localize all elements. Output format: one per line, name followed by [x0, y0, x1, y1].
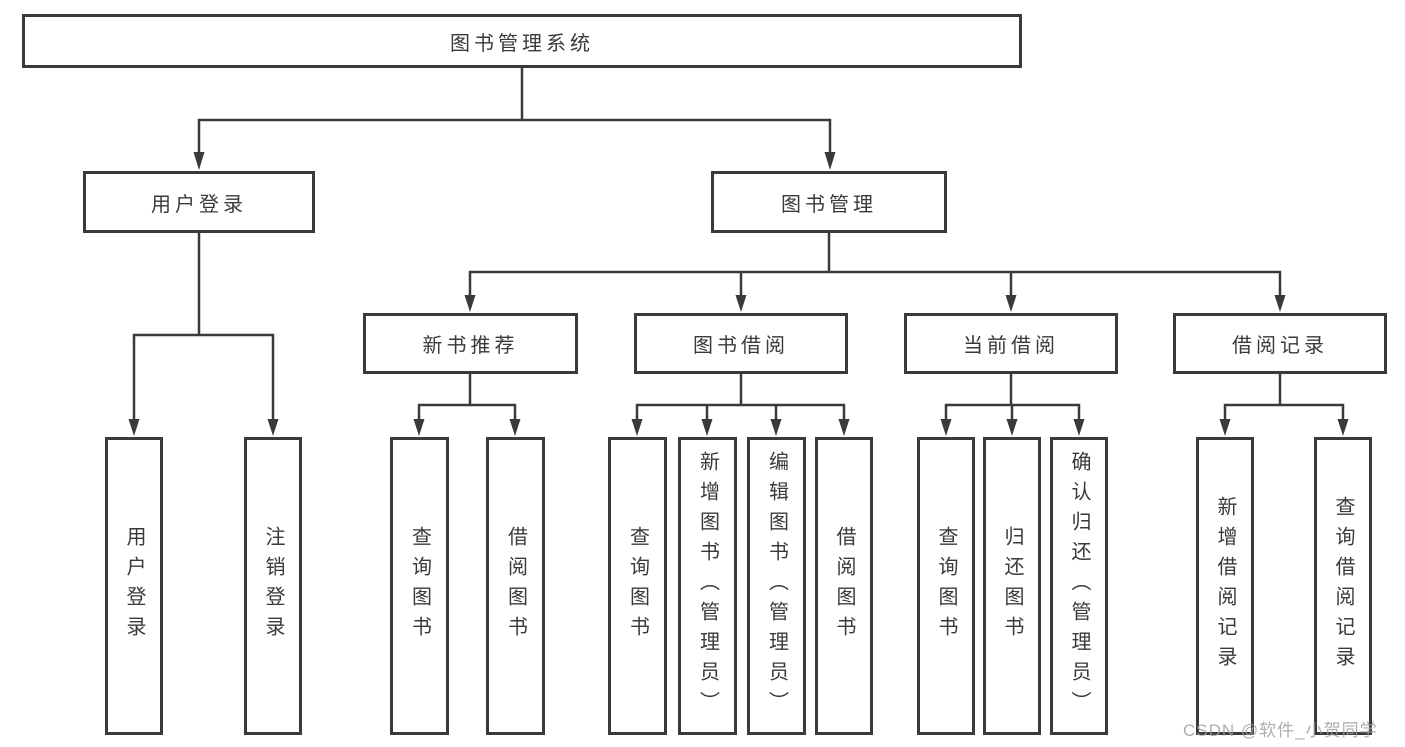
leaf-label: 编辑图书（管理员）: [765, 451, 788, 721]
node-user-login-label: 用户登录: [151, 193, 247, 216]
node-borrow-label: 图书借阅: [693, 335, 789, 357]
node-root-label: 图书管理系统: [450, 32, 594, 55]
leaf-user-login: 用户登录: [105, 437, 163, 735]
leaf-records-query: 查询借阅记录: [1314, 437, 1372, 735]
leaf-label: 查询图书: [935, 526, 957, 646]
leaf-logout: 注销登录: [244, 437, 302, 735]
connector-records-branch: [1223, 374, 1345, 420]
leaf-label: 新增借阅记录: [1214, 496, 1236, 676]
leaf-label: 新增图书（管理员）: [696, 451, 719, 721]
arrowheads: [128, 152, 1349, 436]
leaf-label: 注销登录: [262, 526, 284, 646]
node-borrow: 图书借阅: [634, 313, 848, 374]
leaf-records-add: 新增借阅记录: [1196, 437, 1254, 735]
node-book-mgmt-label: 图书管理: [781, 193, 877, 216]
connector-book-mgmt-branch: [468, 233, 1282, 296]
leaf-borrow-add: 新增图书（管理员）: [678, 437, 737, 735]
leaf-label: 用户登录: [123, 526, 145, 646]
leaf-new-books-query: 查询图书: [390, 437, 449, 735]
node-records: 借阅记录: [1173, 313, 1387, 374]
leaf-new-books-borrow: 借阅图书: [486, 437, 545, 735]
node-book-mgmt: 图书管理: [711, 171, 947, 233]
connector-current-branch: [944, 374, 1081, 420]
node-new-books: 新书推荐: [363, 313, 578, 374]
leaf-current-return: 归还图书: [983, 437, 1041, 735]
node-user-login: 用户登录: [83, 171, 315, 233]
leaf-borrow-query: 查询图书: [608, 437, 667, 735]
connector-new-books-branch: [417, 374, 517, 420]
node-current-label: 当前借阅: [963, 335, 1059, 357]
leaf-borrow-borrow: 借阅图书: [815, 437, 873, 735]
leaf-label: 借阅图书: [833, 526, 855, 646]
leaf-label: 归还图书: [1001, 526, 1023, 646]
leaf-current-query: 查询图书: [917, 437, 975, 735]
leaf-current-confirm: 确认归还（管理员）: [1050, 437, 1108, 735]
csdn-watermark: CSDN @软件_小贺同学: [1183, 721, 1378, 740]
node-current: 当前借阅: [904, 313, 1118, 374]
node-root: 图书管理系统: [22, 14, 1022, 68]
node-records-label: 借阅记录: [1232, 335, 1328, 357]
node-new-books-label: 新书推荐: [422, 335, 519, 357]
leaf-label: 查询借阅记录: [1332, 496, 1354, 676]
connector-borrow-branch: [635, 374, 846, 420]
leaf-borrow-edit: 编辑图书（管理员）: [747, 437, 806, 735]
leaf-label: 查询图书: [626, 526, 649, 646]
leaf-label: 查询图书: [408, 526, 431, 646]
connector-user-login-branch: [132, 233, 275, 420]
leaf-label: 借阅图书: [504, 526, 527, 646]
leaf-label: 确认归还（管理员）: [1068, 451, 1090, 721]
connector-root-branch: [197, 68, 832, 154]
